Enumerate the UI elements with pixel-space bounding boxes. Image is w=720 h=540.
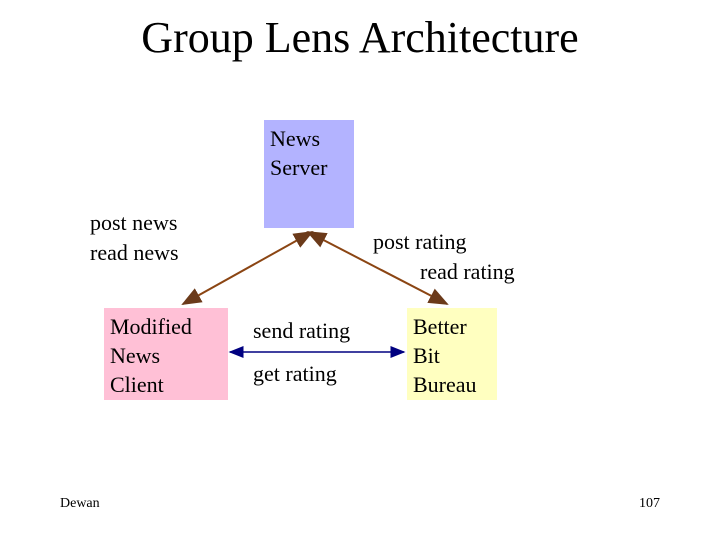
label-send-rating: send rating: [253, 318, 351, 343]
client-line-2: News: [110, 343, 161, 368]
news-server-line-1: News: [270, 126, 321, 151]
label-post-rating: post rating: [373, 229, 467, 254]
footer-author: Dewan: [60, 496, 100, 511]
label-get-rating: get rating: [253, 361, 337, 386]
client-line-1: Modified: [110, 314, 192, 339]
bureau-line-3: Bureau: [413, 372, 477, 397]
client-server-arrow: [181, 231, 314, 305]
modified-news-client-node: Modified News Client: [104, 308, 228, 400]
footer-page-number: 107: [639, 496, 660, 511]
bureau-line-1: Better: [413, 314, 467, 339]
bureau-line-2: Bit: [413, 343, 440, 368]
server-bureau-arrow: [306, 231, 449, 305]
news-server-node: News Server: [264, 120, 354, 228]
slide-title: Group Lens Architecture: [141, 13, 579, 62]
client-line-3: Client: [110, 372, 164, 397]
news-server-line-2: Server: [270, 155, 328, 180]
label-read-news: read news: [90, 240, 179, 265]
better-bit-bureau-node: Better Bit Bureau: [407, 308, 497, 400]
label-post-news: post news: [90, 210, 178, 235]
label-read-rating: read rating: [420, 259, 515, 284]
